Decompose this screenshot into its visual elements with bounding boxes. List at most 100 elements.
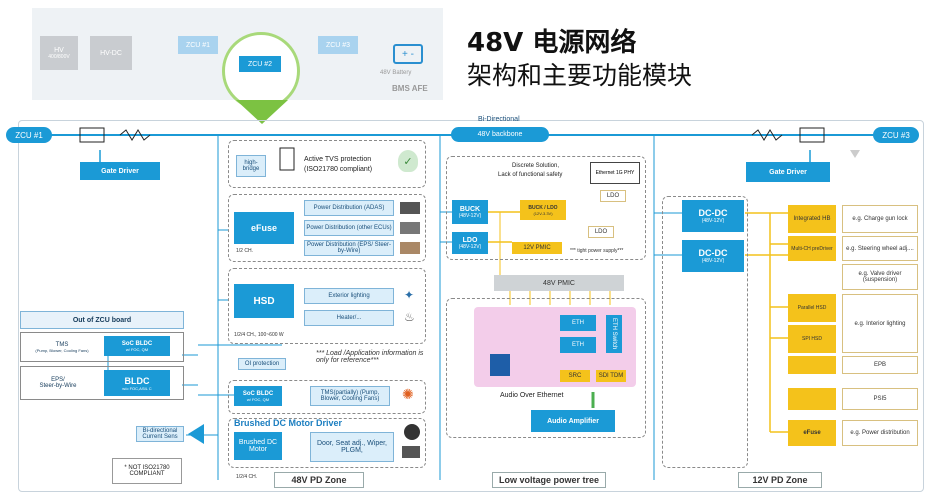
hvdc-block: HV-DC [90,36,132,70]
bms-label: BMS AFE [392,84,428,93]
soc-bldc-mid: SoC BLDC w/ FOC, QM [234,386,282,406]
pmic12: 12V PMIC [512,242,562,254]
hsd-sub: 1/2/4 CH., 100~600 W [234,332,284,338]
pmic48: 48V PMIC [494,275,624,291]
fan-icon: ✺ [402,386,414,402]
pd12-right-0: e.g. Charge gun lock [842,205,918,233]
steering-icon [400,242,420,254]
soc-bldc-out: SoC BLDC w/ FOC, QM [104,336,170,356]
pd12-right-3: e.g. Interior lighting [842,294,918,353]
bldc-out: BLDC w/o FOC,ASIL C [104,370,170,396]
dcdc-2: DC-DC (48V-12V) [682,240,744,272]
dcdc-1: DC-DC (48V-12V) [682,200,744,232]
soc-sdi: SDI TDM [596,370,626,382]
sense-amp-icon [188,424,204,444]
pd12-right-1: e.g. Steering wheel adj.... [842,236,918,261]
brushed-sub: 1/2/4 CH. [236,474,258,480]
gate-driver-left: Gate Driver [80,162,160,180]
note-text: *** Load /Application information is onl… [316,350,424,364]
ldo-block: LDO (48V-12V) [452,232,488,254]
hsd-item-1: Heater/... [304,310,394,326]
battery-label: 48V Battery [380,70,412,76]
tms-out: TMS (Pump, Blower, Cooling Fans) [35,341,89,353]
bidir-sense: Bi-directional Current Sens [136,426,184,442]
top-zcu3: ZCU #3 [318,36,358,54]
lv-top-group [446,156,646,260]
pd12-right-5: EPB [842,356,918,374]
buck-ldo: BUCK / LDO (12V-3.3V) [520,200,566,220]
lv-audio-group [446,298,646,438]
hv-block: HV 400/800V [40,36,78,70]
pd12-left-6 [788,388,836,410]
pd12-left-7: eFuse [788,420,836,446]
zcu3-right: ZCU #3 [873,127,919,143]
brushed-group [228,418,426,468]
pd12-right-6: PSI5 [842,388,918,410]
hsd-block: HSD [234,284,294,318]
efuse-block: eFuse [234,212,294,244]
efuse-item-2: Power Distribution (EPS/ Steer-by-Wire) [304,240,394,256]
tvs-chip: high-bridge [236,155,266,177]
bidir-label: Bi-Directional [478,116,520,123]
oi-protection: OI protection [238,358,286,370]
chip-icon [490,354,510,376]
tms-mid: TMS(partially) (Pump, Blower, Cooling Fa… [310,386,390,406]
not-iso: * NOT ISO21780 COMPLIANT [112,458,182,484]
backbone-label: 48V backbone [451,127,549,142]
brushed-title: Brushed DC Motor Driver [234,418,343,428]
discrete-text2: Lack of functional safety [498,172,563,178]
light-icon: ✦ [404,288,415,302]
tvs-group [228,140,426,188]
zone-48v: 48V PD Zone [274,472,364,488]
tvs-text2: (ISO21780 compliant) [304,166,373,173]
soc-eth-0: ETH [560,315,596,331]
brushed-app: Door, Seat adj., Wiper, PLGM, [310,432,394,462]
gate-driver-right: Gate Driver [746,162,830,182]
car-icon [402,446,420,458]
adas-icon [400,202,420,214]
battery-icon: + - [393,44,423,64]
efuse-sub: 1/2 CH. [236,248,253,254]
pd12-left-5 [788,356,836,374]
efuse-item-0: Power Distribution (ADAS) [304,200,394,216]
soc-eth-1: ETH [560,337,596,353]
soc-src: SRC [560,370,590,382]
pd12-left-1: Multi-CH preDriver [788,236,836,261]
pd12-group [662,196,748,468]
seat-icon: ♨ [404,310,415,324]
pd12-right-2: e.g. Valve driver (suspension) [842,264,918,290]
soc-eth-switch: ETH Switch [606,315,622,353]
pd12-left-0: Integrated HB [788,205,836,233]
audio-eth-text: Audio Over Ethernet [500,392,564,399]
eth-phy: Ethernet 1G PHY [590,162,640,184]
efuse-item-1: Power Distribution (other ECUs) [304,220,394,236]
pd12-left-4: SPI HSD [788,325,836,353]
out-of-zcu-title: Out of ZCU board [20,311,184,329]
hsd-group [228,268,426,344]
buck-block: BUCK (48V-12V) [452,200,488,224]
pd12-right-7: e.g. Power distribution [842,420,918,446]
top-zcu2: ZCU #2 [239,56,281,72]
out-group-1 [20,332,184,362]
pd12-left-3: Parallel HSD [788,294,836,322]
efuse-group [228,194,426,262]
shield-icon: ✓ [398,150,418,172]
out-group-2 [20,366,184,400]
zone-lv: Low voltage power tree [492,472,606,488]
zone-12v: 12V PD Zone [738,472,822,488]
ldo-a: LDO [600,190,626,202]
page-title-line2: 架构和主要功能模块 [467,61,693,90]
brushed-block: Brushed DC Motor [234,432,282,460]
page-title-line1: 48V 电源网络 [467,28,637,58]
hsd-item-0: Exterior lighting [304,288,394,304]
zcu1-left: ZCU #1 [6,127,52,143]
ecu-icon [400,222,420,234]
tvs-text1: Active TVS protection [304,156,372,163]
discrete-text: Discrete Solution, [512,163,560,169]
motor-icon [404,424,420,440]
audio-amp: Audio Amplifier [531,410,615,432]
eps-out: EPS/ Steer-by-Wire [39,377,77,389]
soc-bldc-group [228,380,426,414]
zcu-board [18,120,924,492]
ldo-b: LDO [588,226,614,238]
